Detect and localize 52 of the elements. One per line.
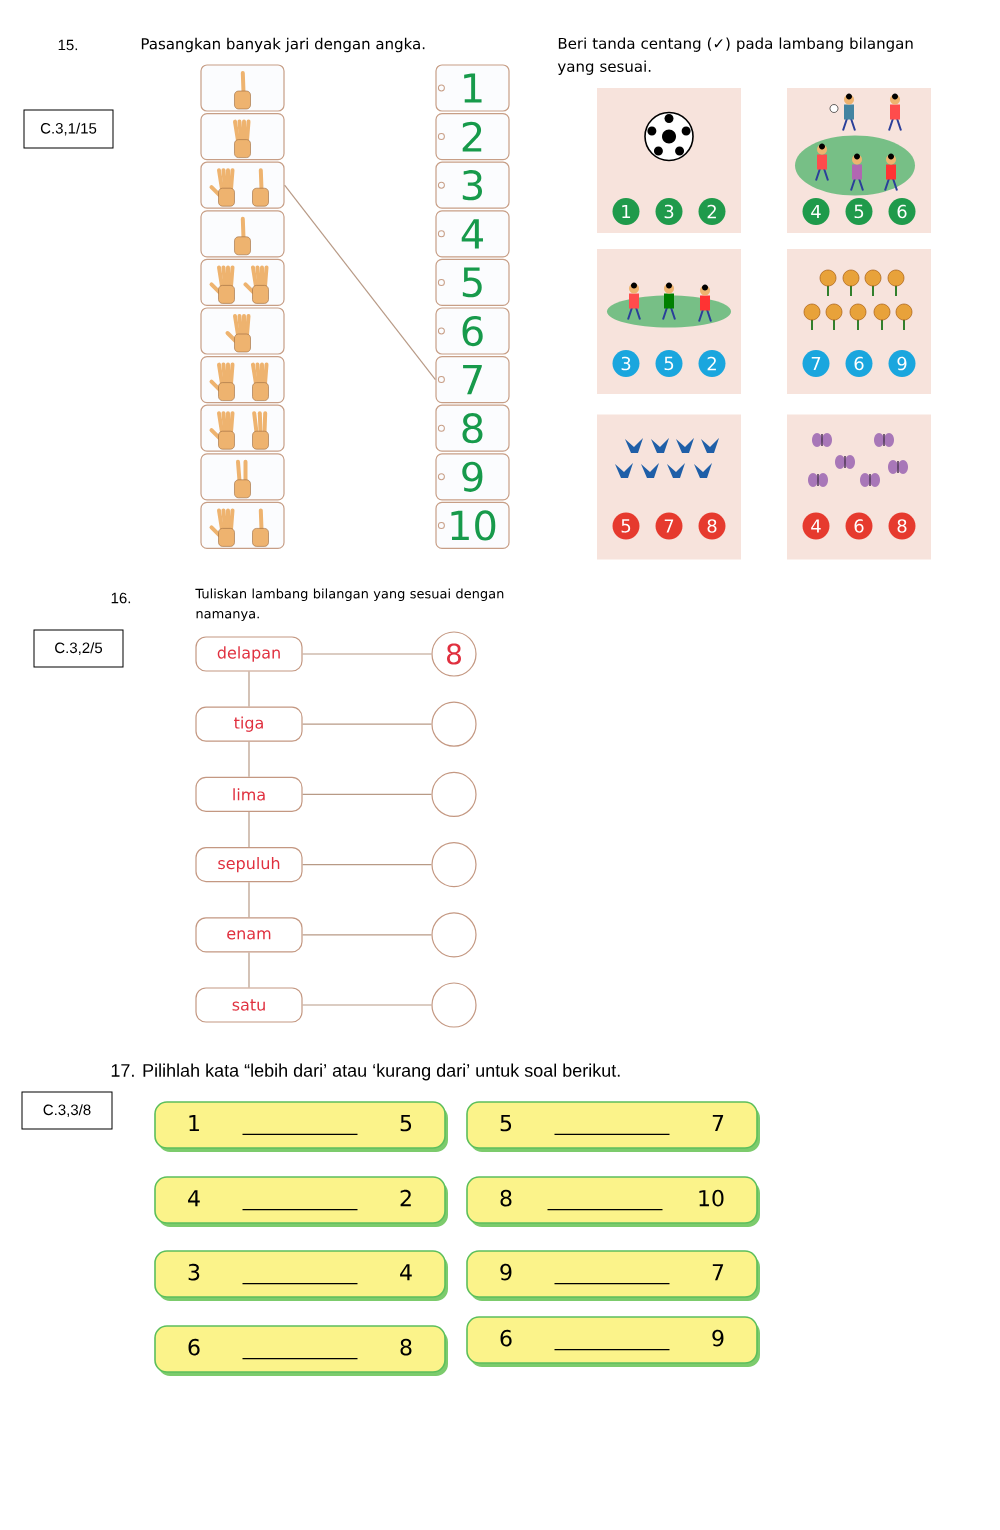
connector-line <box>302 934 432 936</box>
comparison-card: 9 7 <box>466 1250 760 1301</box>
answer-circle <box>431 912 477 958</box>
comparison-card: 3 4 <box>154 1250 448 1301</box>
answer-circle <box>431 982 477 1028</box>
connector-line <box>248 951 250 988</box>
number-card: 1 <box>435 64 510 112</box>
answer-circle <box>431 771 477 817</box>
connector-line <box>302 653 432 655</box>
word-box: enam <box>195 917 303 953</box>
connector-line <box>284 184 436 381</box>
instruction-text: Pasangkan banyak jari dengan angka. <box>141 37 425 53</box>
connector-line <box>302 1004 432 1006</box>
word-box: sepuluh <box>195 847 303 883</box>
connector-line <box>302 793 432 795</box>
question-number: 16. <box>111 592 131 604</box>
comparison-card: 5 7 <box>466 1101 760 1152</box>
comparison-card: 6 8 <box>154 1325 448 1376</box>
code-box: C.3,3/8 <box>21 1091 113 1130</box>
word-box: delapan <box>195 636 303 672</box>
answer-circle <box>431 701 477 747</box>
number-card: 5 <box>435 258 510 306</box>
number-card: 3 <box>435 161 510 209</box>
answer-circle <box>431 842 477 888</box>
instruction-text: 17. Pilihlah kata “lebih dari’ atau ‘kurang dari’ untuk soal berikut. <box>111 1063 620 1081</box>
number-card: 7 <box>435 356 510 404</box>
number-card: 8 <box>435 404 510 452</box>
comparison-card: 4 2 <box>154 1176 448 1227</box>
connector-line <box>248 671 250 708</box>
number-card: 10 <box>435 501 510 549</box>
picture-card <box>200 64 285 112</box>
code-box: C.3,2/5 <box>33 629 124 668</box>
question-number: 15. <box>58 39 78 51</box>
comparison-card: 8 10 <box>466 1176 760 1227</box>
comparison-card: 6 9 <box>466 1316 760 1367</box>
connector-line <box>248 811 250 848</box>
word-box: satu <box>195 987 303 1023</box>
number-card: 2 <box>435 113 510 161</box>
number-card: 6 <box>435 307 510 355</box>
word-box: tiga <box>195 706 303 742</box>
code-box: C.3,1/15 <box>23 109 114 149</box>
number-card: 4 <box>435 210 510 258</box>
instruction-text: Beri tanda centang (✓) pada lambang bilangan yang sesuai. <box>557 37 913 75</box>
connector-line <box>302 723 432 725</box>
instruction-text: Tuliskan lambang bilangan yang sesuai dengan namanya. <box>195 588 504 621</box>
word-box: lima <box>195 776 303 812</box>
connector-line <box>302 864 432 866</box>
connector-line <box>248 741 250 778</box>
number-card: 9 <box>435 453 510 501</box>
comparison-card: 1 5 <box>154 1101 448 1152</box>
connector-line <box>248 881 250 918</box>
picture-card <box>200 210 285 258</box>
